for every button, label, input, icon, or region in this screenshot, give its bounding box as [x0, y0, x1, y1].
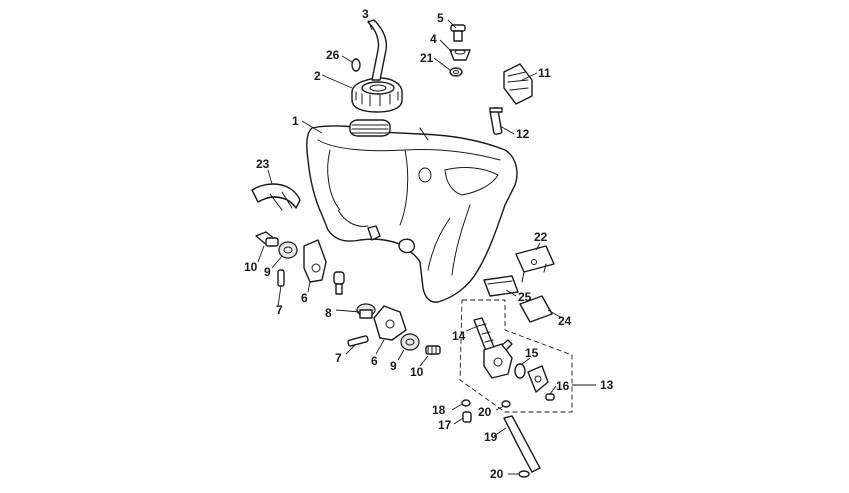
- clip-20-lower: [518, 470, 530, 478]
- left-fitting: [255, 231, 279, 247]
- bracket-22: [515, 245, 555, 283]
- tap-nut: [501, 339, 513, 351]
- o-ring-26: [351, 58, 361, 72]
- fuel-hose: [503, 415, 541, 473]
- callout-9-upper: 9: [264, 265, 271, 279]
- screw-17: [462, 411, 472, 423]
- callout-20-upper: 20: [478, 405, 492, 419]
- lower-rubber-damper: [400, 333, 420, 351]
- callout-10-upper: 10: [244, 260, 258, 274]
- left-screw-8: [333, 271, 345, 295]
- callout-5: 5: [437, 11, 444, 25]
- rubber-damper: [503, 63, 533, 105]
- clip-18: [461, 399, 471, 407]
- callout-7-upper: 7: [276, 303, 283, 317]
- callout-19: 19: [484, 430, 498, 444]
- callout-15: 15: [525, 346, 539, 360]
- left-rubber-damper: [278, 241, 298, 259]
- callout-13: 13: [600, 378, 614, 392]
- heat-shield-pad: [251, 183, 301, 211]
- callout-2: 2: [314, 69, 321, 83]
- bracket-24: [519, 295, 553, 323]
- lower-bracket: [373, 305, 407, 341]
- fuel-cap: [351, 77, 403, 113]
- callout-26: 26: [326, 48, 340, 62]
- callout-16: 16: [556, 379, 570, 393]
- callout-21: 21: [420, 51, 434, 65]
- left-bolt: [277, 269, 285, 287]
- tap-lever: [527, 365, 549, 393]
- plate-25: [483, 275, 519, 297]
- fuel-tank: [306, 119, 518, 303]
- washer-21: [449, 67, 463, 77]
- callout-6-upper: 6: [301, 291, 308, 305]
- callout-22: 22: [534, 230, 548, 244]
- callout-23: 23: [256, 157, 270, 171]
- lower-bolt: [347, 335, 369, 347]
- callout-4: 4: [430, 32, 437, 46]
- callout-24: 24: [558, 314, 572, 328]
- tap-o-ring: [514, 363, 526, 379]
- leader-lines: [257, 19, 596, 475]
- callout-14: 14: [452, 329, 466, 343]
- callout-3: 3: [362, 7, 369, 21]
- fuel-tap-assembly-outline: [459, 299, 573, 413]
- lower-collar-8: [356, 303, 376, 319]
- lower-fitting: [425, 345, 441, 355]
- tap-screw-16: [545, 393, 555, 401]
- callout-12: 12: [516, 127, 530, 141]
- callout-10-lower: 10: [410, 365, 424, 379]
- collar-4: [449, 49, 471, 61]
- mounting-screw: [450, 24, 466, 42]
- callout-7-lower: 7: [335, 351, 342, 365]
- callout-9-lower: 9: [390, 359, 397, 373]
- callout-6-lower: 6: [371, 354, 378, 368]
- breather-hose: [367, 19, 388, 81]
- bolt-12: [489, 107, 503, 135]
- callouts: 1 2 3 4 5 6 6 7 7 8 9 9 10 10 11 12 13 1…: [244, 7, 614, 481]
- callout-17: 17: [438, 418, 452, 432]
- callout-1: 1: [292, 114, 299, 128]
- clip-20-upper: [501, 400, 511, 408]
- callout-25: 25: [518, 290, 532, 304]
- left-bracket: [303, 239, 327, 283]
- callout-18: 18: [432, 403, 446, 417]
- fuel-tap: [483, 343, 513, 379]
- callout-8: 8: [325, 306, 332, 320]
- callout-11: 11: [538, 66, 551, 80]
- callout-20-lower: 20: [490, 467, 504, 481]
